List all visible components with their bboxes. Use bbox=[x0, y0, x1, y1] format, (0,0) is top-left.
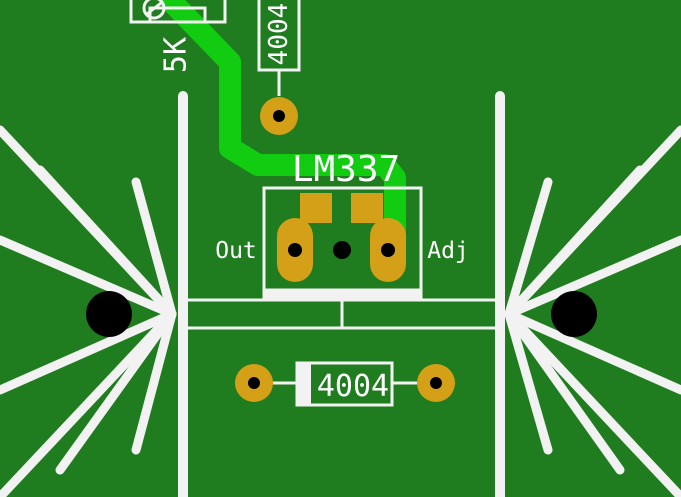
trimmer-value-label: 5K bbox=[159, 37, 194, 73]
left-heatsink-fins bbox=[0, 125, 177, 497]
top-diode-outline bbox=[257, 0, 301, 96]
regulator-pad-adj bbox=[351, 193, 406, 282]
right-mounting-hole bbox=[551, 291, 597, 337]
regulator-pad-out bbox=[277, 193, 332, 282]
top-diode-drill bbox=[273, 110, 285, 122]
top-diode-label: 4004 bbox=[264, 3, 294, 66]
bottom-diode-label: 4004 bbox=[317, 369, 389, 404]
bottom-diode-drill-left bbox=[248, 377, 260, 389]
regulator-pad-mid bbox=[333, 241, 351, 259]
regulator-outline bbox=[262, 186, 423, 300]
pin-adj-label: Adj bbox=[427, 238, 469, 264]
right-heatsink-fins bbox=[504, 125, 681, 497]
adj-copper-trace bbox=[159, 0, 406, 259]
trimmer-outline bbox=[129, 0, 227, 24]
regulator-tab-outline bbox=[188, 298, 495, 330]
bottom-diode-drill-right bbox=[430, 377, 442, 389]
pin-out-label: Out bbox=[215, 238, 257, 264]
left-mounting-hole bbox=[86, 291, 132, 337]
bottom-diode-outline bbox=[272, 361, 417, 407]
regulator-label: LM337 bbox=[292, 149, 400, 190]
